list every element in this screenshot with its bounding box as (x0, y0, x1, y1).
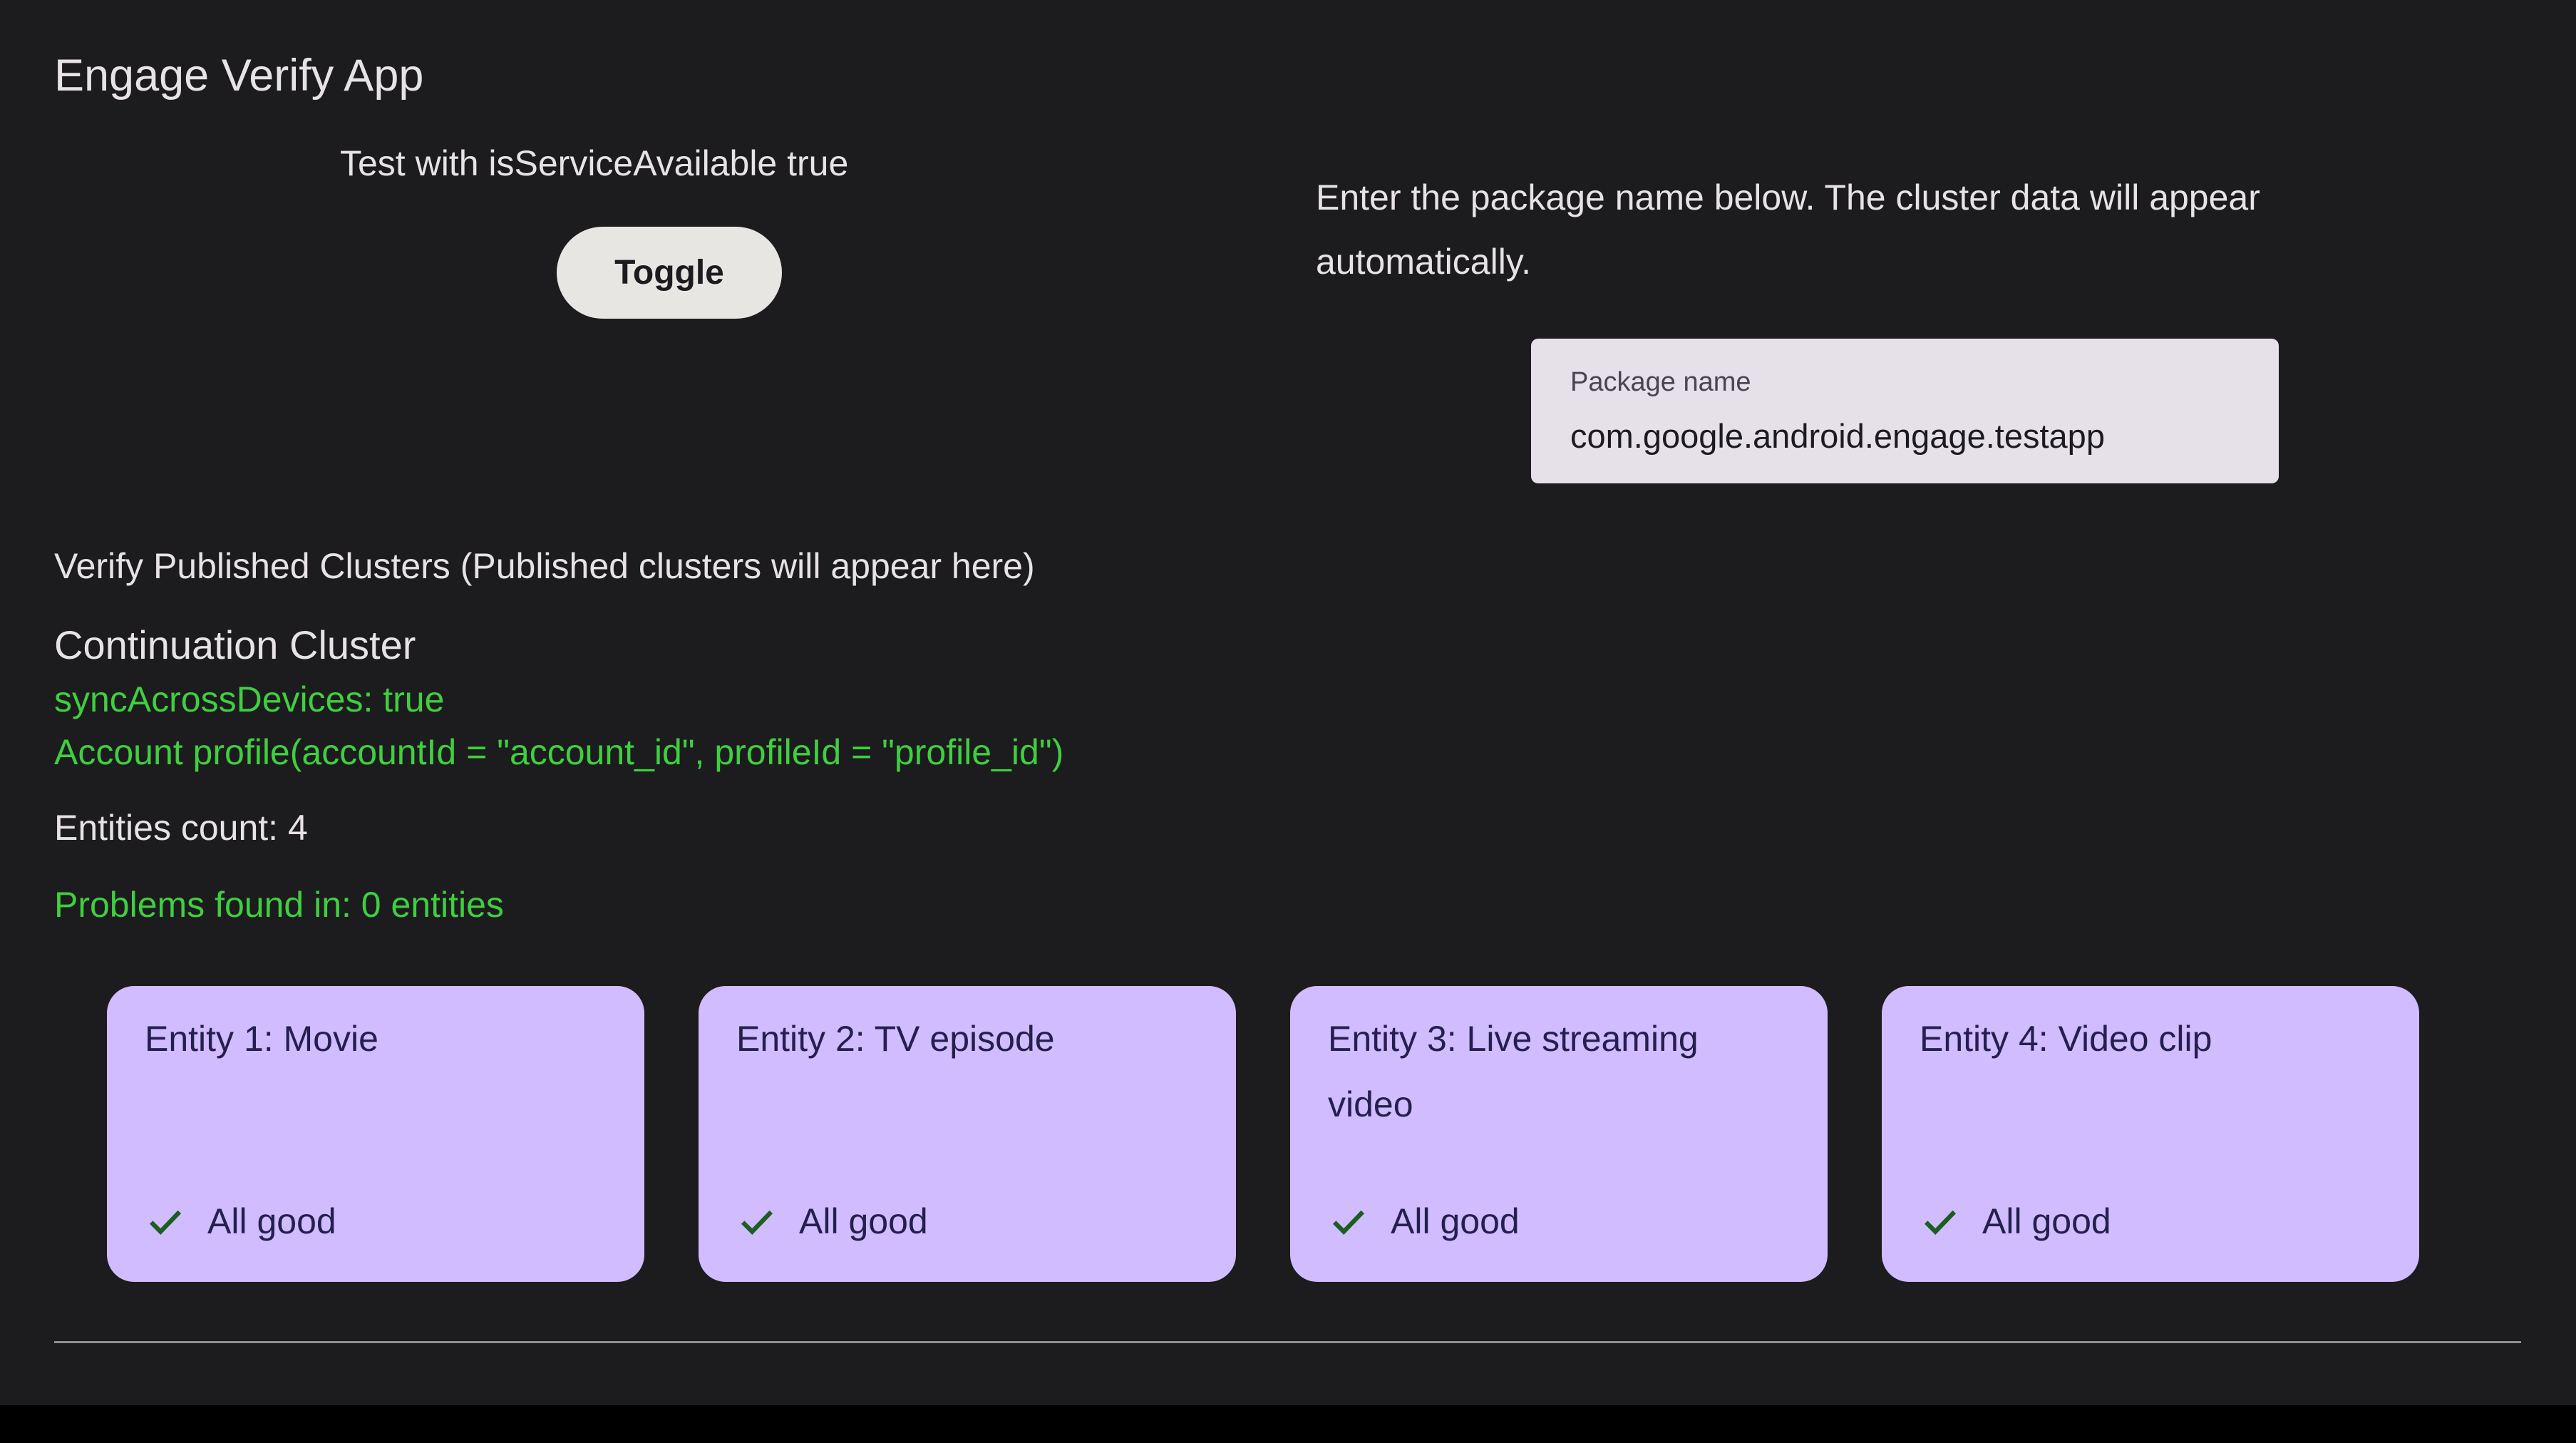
package-instructions: Enter the package name below. The cluste… (1316, 178, 2260, 282)
entity-status: All good (1920, 1201, 2111, 1242)
entity-card-row: Entity 1: Movie All good Entity 2: TV ep… (107, 986, 2419, 1282)
entity-status-label: All good (1982, 1201, 2111, 1241)
entity-title: Entity 3: Live streaming video (1328, 1019, 1699, 1124)
sync-across-devices-line: syncAcrossDevices: true (54, 679, 445, 719)
package-name-field[interactable]: Package name com.google.android.engage.t… (1531, 339, 2279, 483)
verify-clusters-header: Verify Published Clusters (Published clu… (54, 546, 1035, 586)
entity-title: Entity 2: TV episode (736, 1019, 1055, 1059)
entity-status-label: All good (799, 1201, 928, 1241)
divider (54, 1341, 2521, 1343)
check-icon (1332, 1210, 1365, 1235)
service-availability-label: Test with isServiceAvailable true (340, 143, 849, 183)
entity-card-3: Entity 3: Live streaming video All good (1290, 986, 1828, 1282)
continuation-cluster-title: Continuation Cluster (54, 622, 416, 667)
entities-count-label: Entities count: 4 (54, 808, 308, 848)
entity-status: All good (145, 1201, 336, 1242)
entity-status-label: All good (207, 1201, 336, 1241)
entity-status-label: All good (1391, 1201, 1520, 1241)
entity-card-4: Entity 4: Video clip All good (1882, 986, 2419, 1282)
account-profile-line: Account profile(accountId = "account_id"… (54, 732, 1064, 772)
check-icon (1924, 1210, 1957, 1235)
entity-title: Entity 1: Movie (145, 1019, 378, 1059)
package-name-label: Package name (1570, 367, 1751, 397)
package-name-value: com.google.android.engage.testapp (1570, 417, 2105, 455)
app-title: Engage Verify App (54, 51, 424, 101)
check-icon (741, 1210, 773, 1235)
entity-card-1: Entity 1: Movie All good (107, 986, 644, 1282)
toggle-button[interactable]: Toggle (557, 227, 782, 319)
entity-status: All good (1328, 1201, 1520, 1242)
entity-status: All good (736, 1201, 928, 1242)
entity-title: Entity 4: Video clip (1920, 1019, 2212, 1059)
check-icon (149, 1210, 182, 1235)
entity-card-2: Entity 2: TV episode All good (699, 986, 1236, 1282)
problems-found-line: Problems found in: 0 entities (54, 885, 504, 925)
navigation-bar-area (0, 1405, 2576, 1443)
